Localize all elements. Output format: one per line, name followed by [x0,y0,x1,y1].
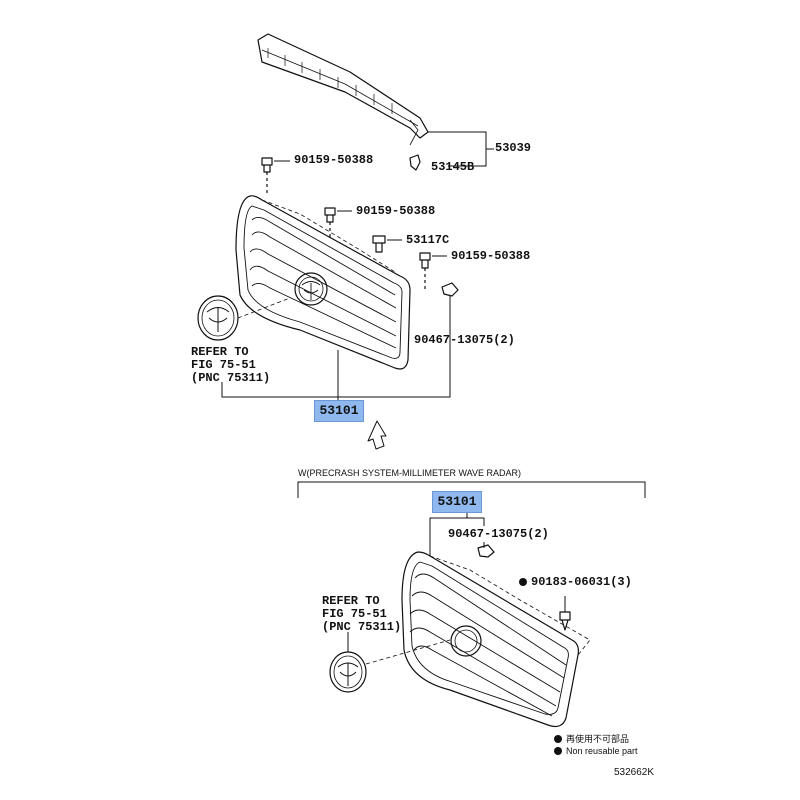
clip-53117c-part [372,235,386,253]
legend-en: Non reusable part [554,746,638,756]
grille-upper [235,195,411,370]
clip-53145b-part [409,154,421,171]
bolt-upper-left [261,157,273,196]
part-label-53117c: 53117C [406,233,450,247]
refer-upper-line3: (PNC 75311) [191,371,271,385]
legend-en-text: Non reusable part [566,746,638,756]
emblem-lower [329,639,451,693]
variant-note: W(PRECRASH SYSTEM-MILLIMETER WAVE RADAR) [298,468,522,478]
direction-arrow [367,420,387,450]
refer-upper-line1: REFER TO [191,345,249,359]
part-label-53101-upper[interactable]: 53101 [314,400,364,422]
refer-lower-line2: FIG 75-51 [322,607,387,621]
non-reusable-dot-icon [519,578,527,586]
refer-upper-line2: FIG 75-51 [191,358,256,372]
legend-dot-icon [554,735,562,743]
clip-lower-part [559,611,571,631]
legend-jp: 再使用不可部品 [554,732,629,745]
part-label-clip-lower: 90183-06031(3) [519,575,632,589]
refer-lower-line3: (PNC 75311) [322,620,402,634]
part-label-bolt-a: 90159-50388 [294,153,374,167]
part-label-53101-lower[interactable]: 53101 [432,491,482,513]
part-label-bolt-c: 90159-50388 [451,249,531,263]
part-label-53039: 53039 [495,141,532,155]
part-label-53145b: 53145B [431,160,475,174]
grille-lower [401,551,591,728]
bolt-upper-right [419,252,431,292]
nut-upper-leader [221,296,451,398]
part-label-clip-lower-text: 90183-06031(3) [531,575,632,589]
refer-lower-line1: REFER TO [322,594,380,608]
part-label-bolt-b: 90159-50388 [356,204,436,218]
legend-dot-icon-2 [554,747,562,755]
part-label-nut-upper: 90467-13075(2) [414,333,515,347]
nut-upper-part [441,282,459,297]
part-label-nut-lower: 90467-13075(2) [448,527,549,541]
emblem-upper [197,295,291,341]
upper-molding [257,33,429,146]
diagram-id: 532662K [614,767,655,778]
variant-bracket [297,481,646,498]
nut-lower-part [477,544,495,558]
legend-jp-text: 再使用不可部品 [566,734,630,744]
